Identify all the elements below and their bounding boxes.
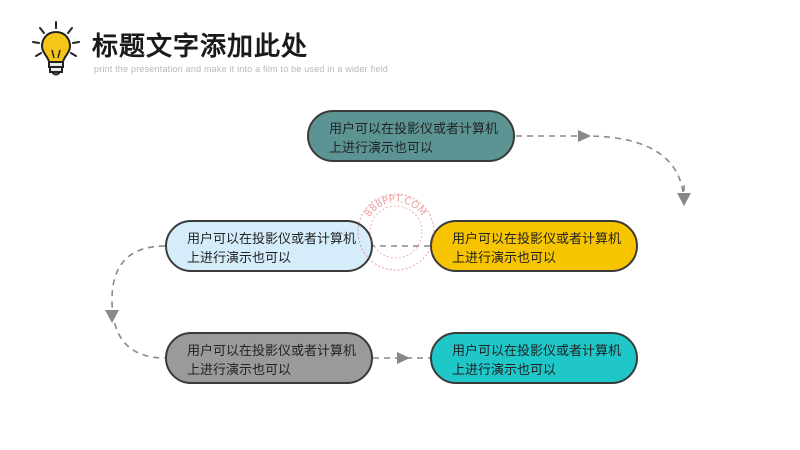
lightbulb-icon	[32, 21, 80, 76]
flow-node-5: 用户可以在投影仪或者计算机 上进行演示也可以	[430, 332, 638, 384]
flow-node-3: 用户可以在投影仪或者计算机 上进行演示也可以	[165, 220, 373, 272]
arrowhead-2	[677, 193, 691, 206]
flow-node-3-line1: 用户可以在投影仪或者计算机	[187, 232, 357, 247]
flow-node-2-line2: 上进行演示也可以	[452, 251, 557, 266]
page-subtitle: print the presentation and make it into …	[94, 64, 388, 74]
watermark-stamp: 888PPT.COM	[357, 193, 435, 271]
arrowhead-4	[105, 310, 119, 323]
connector-3-4	[111, 245, 166, 359]
watermark-text: 888PPT.COM	[363, 194, 428, 219]
connector-1-2	[516, 135, 685, 206]
flow-node-5-line2: 上进行演示也可以	[452, 363, 557, 378]
page-title: 标题文字添加此处	[92, 32, 309, 62]
flow-node-2: 用户可以在投影仪或者计算机 上进行演示也可以	[430, 220, 638, 272]
flow-node-4: 用户可以在投影仪或者计算机 上进行演示也可以	[165, 332, 373, 384]
svg-text:888PPT.COM: 888PPT.COM	[363, 194, 428, 219]
flow-node-1-line1: 用户可以在投影仪或者计算机	[329, 122, 499, 137]
flow-node-5-line1: 用户可以在投影仪或者计算机	[452, 344, 622, 359]
flow-node-1: 用户可以在投影仪或者计算机 上进行演示也可以	[307, 110, 515, 162]
flow-node-4-line1: 用户可以在投影仪或者计算机	[187, 344, 357, 359]
flow-node-3-line2: 上进行演示也可以	[187, 251, 292, 266]
flow-node-4-line2: 上进行演示也可以	[187, 363, 292, 378]
arrowhead-5	[397, 352, 410, 364]
flow-node-1-line2: 上进行演示也可以	[329, 141, 434, 156]
flow-node-2-line1: 用户可以在投影仪或者计算机	[452, 232, 622, 247]
arrowhead-1	[578, 130, 591, 142]
